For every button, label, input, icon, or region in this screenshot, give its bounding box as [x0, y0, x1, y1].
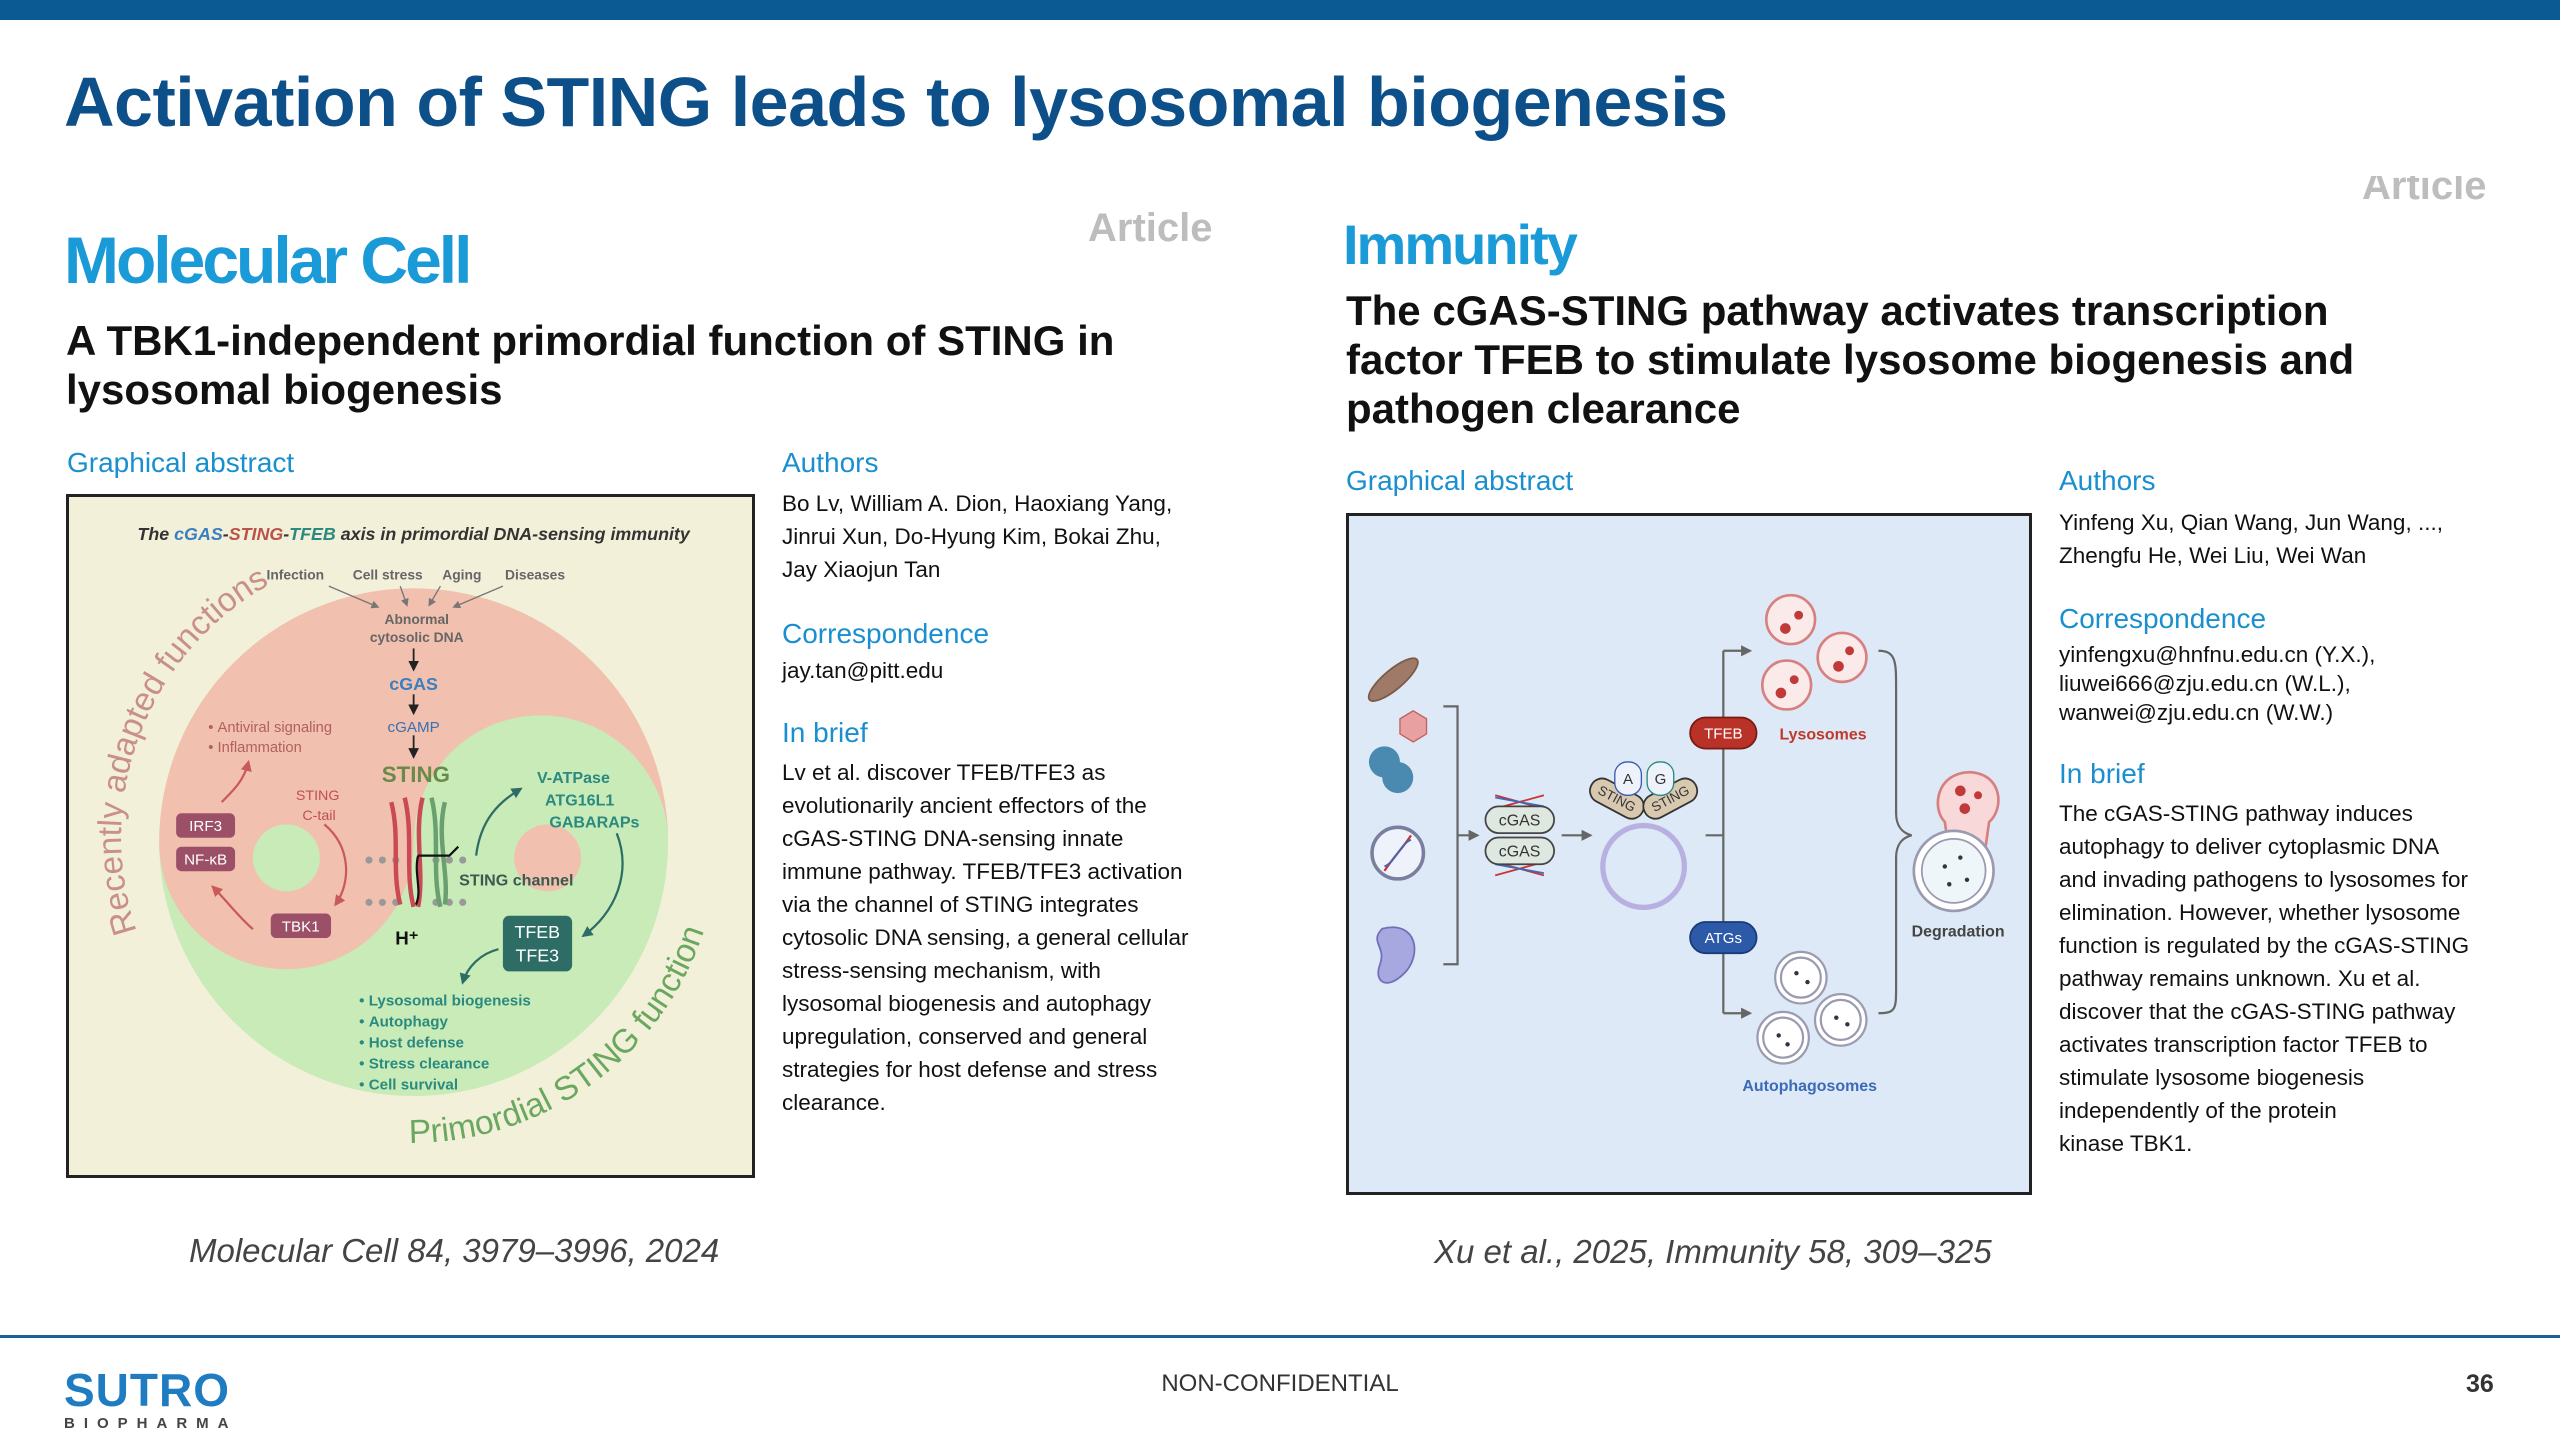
tfeb-label: TFEB [514, 922, 560, 942]
cgamp-label: cGAMP [387, 719, 439, 736]
trigger-label: Diseases [505, 566, 565, 582]
logo-sub: BIOPHARMA [64, 1415, 238, 1432]
tbk1-box: TBK1 [282, 918, 320, 935]
confidentiality-label: NON-CONFIDENTIAL [1161, 1370, 1399, 1397]
effector-label: V-ATPase [537, 769, 610, 787]
sting-protein-membrane [365, 797, 467, 908]
graphical-abstract-figure: Recently adapted functions Primordial ST… [66, 494, 755, 1178]
cgamp-g: G [1655, 771, 1667, 788]
sutro-logo: SUTRO BIOPHARMA [64, 1367, 238, 1432]
article-tag: Article [1088, 206, 1213, 250]
in-brief-label: In brief [782, 717, 868, 748]
paper-title: A TBK1-independent primordial function o… [66, 317, 1115, 413]
in-brief-text: The cGAS-STING pathway induces autophagy… [2059, 801, 2470, 1156]
cgas-sting-tfeb-diagram: Recently adapted functions Primordial ST… [69, 497, 752, 1175]
cgas-sting-tfeb-lysosome-diagram: cGAS cGAS A G STING STING TFEB ATGs [1349, 516, 2029, 1192]
footer-divider [0, 1335, 2560, 1338]
article-tag: Article [2362, 176, 2487, 212]
lysosomes-icon [1760, 593, 1868, 711]
authors-list: Bo Lv, William A. Dion, Haoxiang Yang, J… [782, 491, 1173, 582]
mitochondrion-icon [1376, 926, 1416, 984]
sting-channel-label: STING channel [459, 871, 573, 889]
graphical-abstract-label: Graphical abstract [67, 447, 295, 478]
authors-label: Authors [2059, 465, 2156, 496]
correspondence-emails[interactable]: yinfengxu@hnfnu.edu.cn (Y.X.), liuwei666… [2059, 642, 2376, 725]
primordial-bullet: • Cell survival [359, 1076, 458, 1093]
cgas-dimer [1484, 794, 1555, 877]
primordial-bullet: • Stress clearance [359, 1056, 489, 1073]
yin-dot [252, 824, 320, 892]
tfeb-label: TFEB [1704, 725, 1742, 742]
irf3-box: IRF3 [189, 818, 222, 835]
cgas-label: cGAS [389, 674, 438, 694]
abnormal-dna-label: cytosolic DNA [370, 629, 464, 645]
paper-title: The cGAS-STING pathway activates transcr… [1346, 287, 2355, 432]
page-number: 36 [2466, 1370, 2494, 1398]
sting-ctail-label: STING [296, 788, 340, 804]
trigger-label: Cell stress [353, 566, 423, 582]
graphical-abstract-label: Graphical abstract [1346, 465, 1574, 496]
adapted-bullet: • Antiviral signaling [208, 720, 332, 736]
top-accent-bar [0, 0, 2560, 20]
membrane-vesicle [1600, 822, 1688, 911]
autophagosomes-label: Autophagosomes [1742, 1078, 1877, 1095]
figure-title: The cGAS-STING-TFEB axis in primordial D… [137, 524, 690, 544]
virus-icon [1399, 710, 1428, 743]
article-tag-text: Article [2362, 176, 2487, 208]
proton-label: H⁺ [395, 928, 419, 949]
primordial-bullet: • Host defense [359, 1035, 464, 1052]
effector-label: GABARAPs [549, 814, 639, 832]
nfkb-box: NF-κB [184, 852, 227, 869]
correspondence-label: Correspondence [2059, 603, 2267, 634]
tfe3-label: TFE3 [515, 946, 559, 966]
primordial-bullet: • Autophagy [359, 1014, 448, 1031]
sting-dimer [1589, 761, 1699, 820]
atgs-label: ATGs [1705, 930, 1742, 947]
citation-right: Xu et al., 2025, Immunity 58, 309–325 [1434, 1233, 1992, 1270]
trigger-label: Infection [267, 566, 325, 582]
graphical-abstract-figure: cGAS cGAS A G STING STING TFEB ATGs [1346, 513, 2032, 1195]
sting-ctail-label: C-tail [302, 808, 335, 824]
tfeb-tfe3-box [502, 915, 573, 972]
adapted-bullet: • Inflammation [208, 740, 302, 756]
citation-left: Molecular Cell 84, 3979–3996, 2024 [189, 1232, 720, 1269]
fungus-icon [1368, 746, 1414, 794]
sting-label: STING [382, 762, 450, 787]
cgas-label: cGAS [1499, 813, 1541, 830]
primordial-bullet: • Lysosomal biogenesis [359, 993, 531, 1010]
correspondence-label: Correspondence [782, 618, 990, 649]
logo-name: SUTRO [64, 1364, 230, 1416]
authors-label: Authors [782, 447, 879, 478]
lysosomes-label: Lysosomes [1779, 727, 1866, 744]
authors-list: Yinfeng Xu, Qian Wang, Jun Wang, ..., Zh… [2059, 510, 2443, 568]
journal-name-molecular-cell: Molecular Cell [64, 223, 472, 297]
in-brief-text: Lv et al. discover TFEB/TFE3 as evolutio… [782, 760, 1189, 1115]
tfeb-pill [1689, 716, 1758, 750]
correspondence-email[interactable]: jay.tan@pitt.edu [782, 658, 944, 683]
slide-title: Activation of STING leads to lysosomal b… [64, 63, 1728, 141]
figure-background [1349, 516, 2029, 1192]
cgas-label: cGAS [1499, 844, 1541, 861]
bracket [1443, 705, 1459, 966]
trigger-label: Aging [442, 566, 481, 582]
bacterium-icon [1367, 657, 1419, 702]
degradation-label: Degradation [1912, 924, 2005, 941]
atgs-pill [1689, 921, 1758, 955]
in-brief-label: In brief [2059, 758, 2145, 789]
journal-name-immunity: Immunity [1343, 213, 1578, 276]
yang-dot [514, 824, 582, 892]
nucleus-dna-icon [1370, 825, 1426, 881]
effector-label: ATG16L1 [545, 791, 614, 809]
abnormal-dna-label: Abnormal [384, 611, 449, 627]
brace [1878, 649, 1912, 1015]
autophagosomes-icon [1756, 950, 1868, 1065]
cgamp-a: A [1623, 771, 1634, 788]
degradation-icon [1912, 770, 2000, 913]
